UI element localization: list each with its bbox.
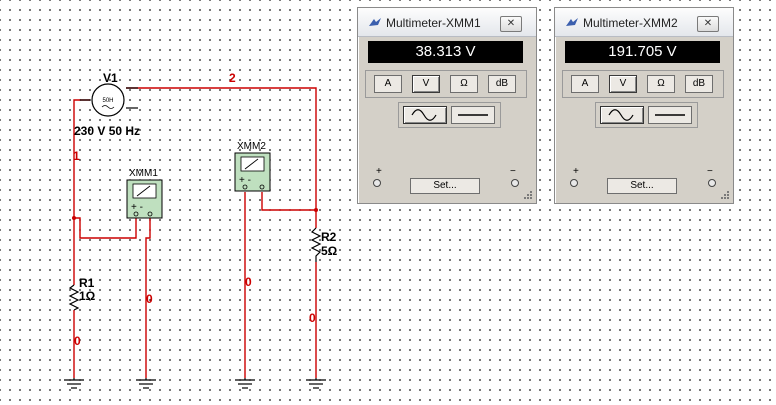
junction-dot: [314, 208, 318, 212]
title-bar[interactable]: Multimeter-XMM1 ✕: [358, 8, 536, 37]
measure-button-group: A V Ω dB: [562, 70, 724, 98]
sine-wave-icon: [411, 109, 437, 121]
multisim-logo-icon: [369, 18, 381, 26]
plus-terminal-icon[interactable]: [570, 179, 578, 187]
measure-button-group: A V Ω dB: [365, 70, 527, 98]
v1-ref-label: V1: [103, 71, 118, 85]
close-icon: ✕: [506, 18, 516, 29]
multimeter-xmm1-window[interactable]: Multimeter-XMM1 ✕ 38.313 V A V Ω dB + − …: [357, 7, 537, 204]
reading-display: 38.313 V: [368, 41, 523, 63]
close-button[interactable]: ✕: [697, 16, 719, 32]
xmm1-ref-label: XMM1: [129, 168, 158, 179]
ohmmeter-button[interactable]: Ω: [647, 75, 675, 93]
wire-xmm2-minus[interactable]: [261, 192, 316, 211]
dc-mode-button[interactable]: [451, 106, 495, 124]
ammeter-button[interactable]: A: [571, 75, 599, 93]
voltmeter-button[interactable]: V: [609, 75, 637, 93]
net-label-2: 2: [229, 71, 236, 85]
dc-line-icon: [458, 114, 488, 116]
set-button[interactable]: Set...: [410, 178, 480, 194]
wire-xmm1-minus[interactable]: [145, 218, 151, 378]
dc-mode-button[interactable]: [648, 106, 692, 124]
minus-terminal-icon[interactable]: [511, 179, 519, 187]
r1-ref-label: R1: [79, 276, 95, 290]
r2-value-label: 5Ω: [321, 244, 338, 258]
plus-terminal-label: +: [376, 166, 382, 177]
wire-xmm1-plus[interactable]: [74, 217, 137, 239]
close-button[interactable]: ✕: [500, 16, 522, 32]
xmm1-symbol[interactable]: + -: [126, 179, 163, 219]
minus-terminal-icon[interactable]: [708, 179, 716, 187]
r2-ref-label: R2: [321, 230, 337, 244]
acdc-button-group: [595, 102, 698, 128]
decibel-button[interactable]: dB: [488, 75, 516, 93]
multisim-logo-icon: [566, 18, 578, 26]
r1-resistor[interactable]: [68, 284, 80, 311]
dc-line-icon: [655, 114, 685, 116]
net-label-0: 0: [245, 275, 252, 289]
multimeter-xmm2-window[interactable]: Multimeter-XMM2 ✕ 191.705 V A V Ω dB + −…: [554, 7, 734, 204]
xmm2-pins-label: + -: [239, 175, 251, 186]
v1-source[interactable]: 50H: [80, 83, 138, 117]
xmm2-symbol[interactable]: + -: [234, 152, 271, 192]
net-label-0: 0: [74, 334, 81, 348]
ground-symbol[interactable]: [235, 378, 255, 389]
minus-terminal-label: −: [707, 166, 713, 177]
sine-wave-icon: [608, 109, 634, 121]
plus-terminal-label: +: [573, 166, 579, 177]
net-label-0: 0: [309, 311, 316, 325]
window-title: Multimeter-XMM2: [583, 16, 678, 30]
wires: [72, 87, 318, 378]
v1-value-label: 230 V 50 Hz: [74, 124, 140, 138]
ac-mode-button[interactable]: [600, 106, 644, 124]
resize-grip-icon[interactable]: [720, 190, 730, 200]
acdc-button-group: [398, 102, 501, 128]
voltmeter-button[interactable]: V: [412, 75, 440, 93]
title-bar[interactable]: Multimeter-XMM2 ✕: [555, 8, 733, 37]
ac-mode-button[interactable]: [403, 106, 447, 124]
close-icon: ✕: [703, 18, 713, 29]
reading-display: 191.705 V: [565, 41, 720, 63]
xmm2-ref-label: XMM2: [237, 141, 266, 152]
resize-grip-icon[interactable]: [523, 190, 533, 200]
ohmmeter-button[interactable]: Ω: [450, 75, 478, 93]
r2-resistor[interactable]: [310, 227, 322, 262]
v1-symbol-text: 50H: [102, 98, 113, 104]
xmm1-pins-label: + -: [131, 202, 143, 213]
set-button[interactable]: Set...: [607, 178, 677, 194]
window-title: Multimeter-XMM1: [386, 16, 481, 30]
wire-net-2[interactable]: [126, 87, 317, 228]
net-label-0: 0: [146, 292, 153, 306]
ammeter-button[interactable]: A: [374, 75, 402, 93]
r1-value-label: 1Ω: [79, 289, 96, 303]
decibel-button[interactable]: dB: [685, 75, 713, 93]
ground-symbol[interactable]: [136, 378, 156, 389]
minus-terminal-label: −: [510, 166, 516, 177]
ground-symbol[interactable]: [306, 378, 326, 389]
net-label-1: 1: [73, 149, 80, 163]
junction-dot: [72, 216, 76, 220]
ground-symbol[interactable]: [64, 378, 84, 389]
plus-terminal-icon[interactable]: [373, 179, 381, 187]
